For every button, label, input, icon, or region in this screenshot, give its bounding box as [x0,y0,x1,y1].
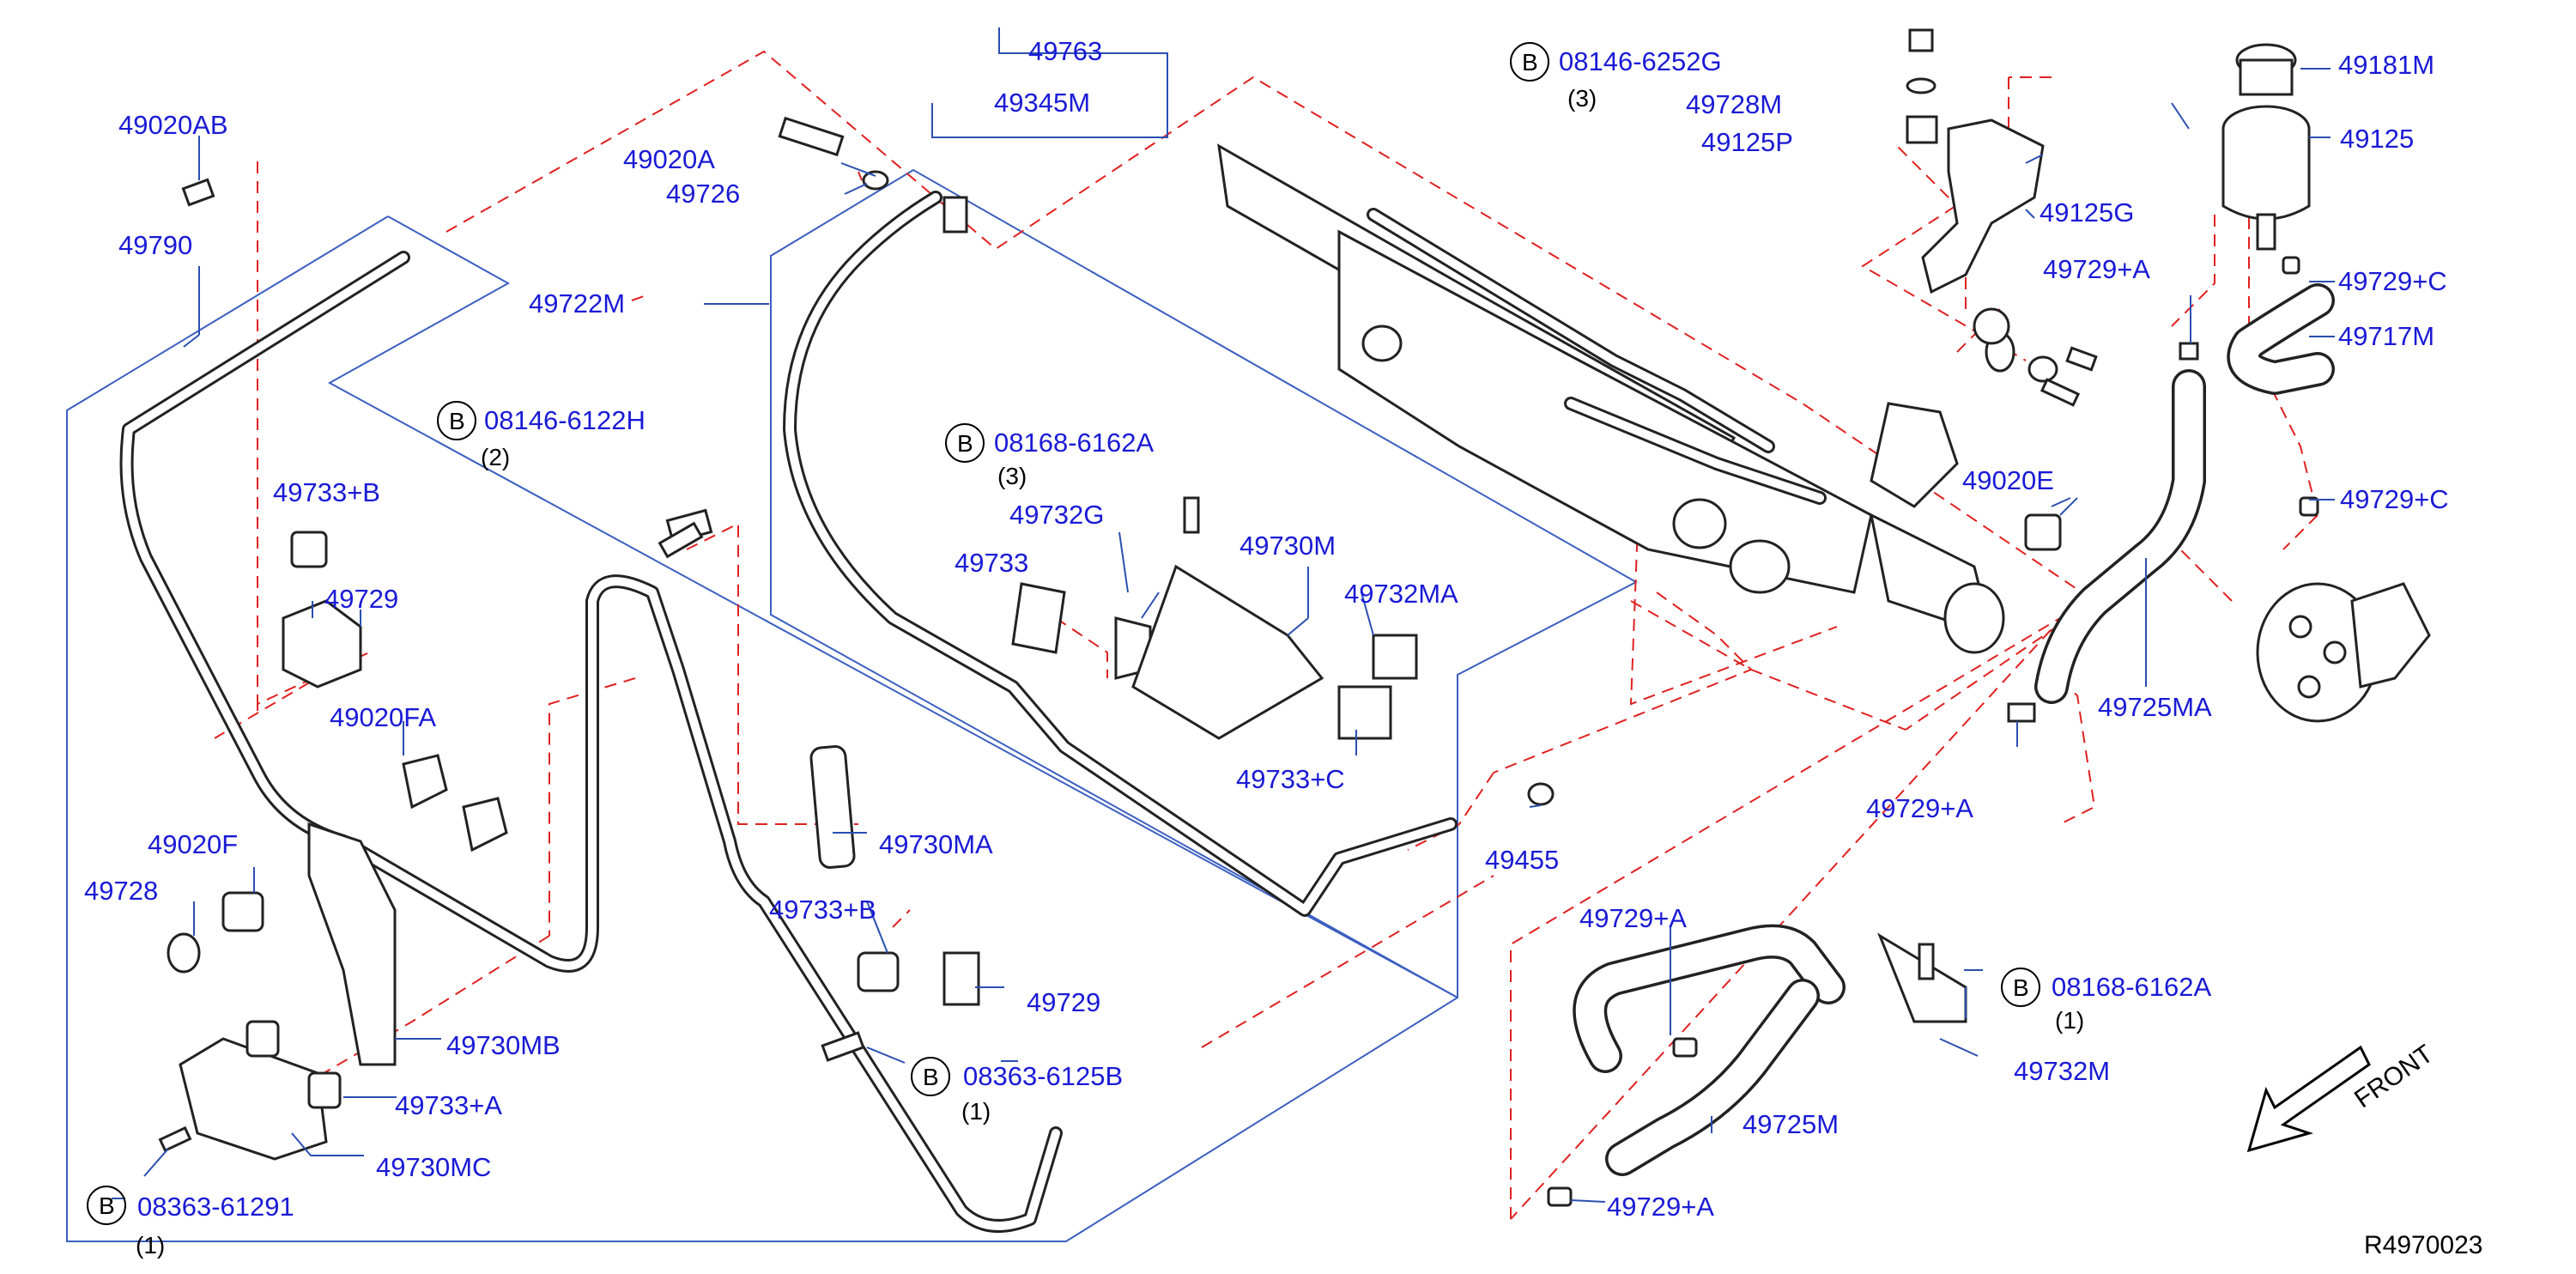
pump [2256,582,2431,723]
label-49763: 49763 [1028,36,1102,66]
label-08363-6125B: 08363-6125B [963,1061,1123,1091]
bolt-circle-08363-61291 [87,1186,126,1225]
label-49730MC: 49730MC [376,1152,491,1182]
qty-08146-6122H: (2) [481,444,510,470]
label-49790: 49790 [118,230,192,260]
label-49729A-3: 49729+A [1579,903,1687,933]
hose-49725M [1573,924,1846,1176]
qty-08168-6162A-2: (1) [2055,1007,2084,1034]
label-49125G: 49125G [2040,197,2134,228]
label-49020E: 49020E [1962,465,2054,495]
part-labels: 49020AB 49790 49020A 49726 49763 49345M … [84,36,2482,1259]
bolt-circle-08363-6125B [911,1057,950,1096]
hardware [158,28,2319,1207]
label-49717M: 49717M [2338,321,2434,351]
label-49728: 49728 [84,876,158,906]
label-49726: 49726 [666,179,740,209]
bolt-prefix: B [1522,49,1538,76]
label-49020FA: 49020FA [330,702,436,732]
bracket-49125G [1921,118,2045,294]
label-49725MA: 49725MA [2098,692,2212,722]
front-direction-arrow: FRONT [2246,1040,2439,1153]
pressure-hose-49722M [783,191,1458,917]
bolt-prefix-5: B [923,1064,939,1090]
qty-08146-6252G: (3) [1567,85,1597,112]
label-49730MB: 49730MB [446,1030,561,1060]
hose-49717M [2227,283,2335,395]
label-49733B-2: 49733+B [769,895,876,925]
label-49729-1: 49729 [324,584,398,614]
label-49730M: 49730M [1240,531,1336,561]
label-49729A-1: 49729+A [2043,254,2150,284]
leader-lines [112,27,2335,1203]
label-49725M: 49725M [1743,1109,1839,1139]
label-49020A: 49020A [623,144,715,174]
bolt-prefix-3: B [957,430,973,457]
label-49733A: 49733+A [395,1090,502,1120]
label-49020AB: 49020AB [118,110,228,140]
bolt-prefix-6: B [2013,974,2029,1001]
label-49722M: 49722M [529,288,625,318]
bolt-circle-08168-6162A-1 [945,423,985,463]
steering-gear [1217,143,2005,654]
label-49729A-2: 49729+A [1866,793,1973,823]
label-49181M: 49181M [2338,50,2434,80]
label-49455: 49455 [1485,845,1559,875]
label-49345M: 49345M [994,88,1090,118]
assembly-frame-inner [327,215,1458,998]
label-49729C-2: 49729+C [2340,484,2449,514]
label-49733: 49733 [955,548,1028,578]
label-49733B-1: 49733+B [273,477,380,507]
bolt-circle-08146-6122H [437,401,476,440]
label-08168-6162A-2: 08168-6162A [2052,972,2211,1002]
label-08146-6122H: 08146-6122H [484,405,646,435]
qty-08363-6125B: (1) [961,1098,991,1125]
return-line-49790 [119,251,1063,1233]
label-49732G: 49732G [1009,500,1104,530]
label-49733C: 49733+C [1236,764,1345,794]
assembly-frame [66,168,1639,1242]
qty-08168-6162A-1: (3) [997,463,1027,489]
reservoir-49125 [2221,43,2311,251]
label-49125P: 49125P [1701,127,1793,157]
reference-code: R4970023 [2364,1231,2482,1259]
label-49729C-1: 49729+C [2338,266,2447,296]
label-49730MA: 49730MA [879,829,993,859]
bolt-prefix-2: B [449,408,465,434]
bolt-prefix-4: B [99,1192,115,1219]
label-49125: 49125 [2340,124,2414,154]
label-08168-6162A-1: 08168-6162A [994,428,1154,458]
label-49020F: 49020F [148,829,238,859]
pressure-hose-49725MA [2034,369,2206,704]
bolt-circle-08146-6252G [1510,42,1549,82]
qty-08363-61291: (1) [136,1232,165,1259]
label-49729A-4: 49729+A [1607,1192,1714,1222]
label-49729-2: 49729 [1027,987,1100,1017]
label-08146-6252G: 08146-6252G [1559,46,1722,76]
label-08363-61291: 08363-61291 [137,1192,294,1222]
label-49728M: 49728M [1686,89,1782,119]
label-49732MA: 49732MA [1344,579,1458,609]
bolt-circle-08168-6162A-2 [2001,968,2040,1007]
label-49732M: 49732M [2014,1056,2110,1086]
